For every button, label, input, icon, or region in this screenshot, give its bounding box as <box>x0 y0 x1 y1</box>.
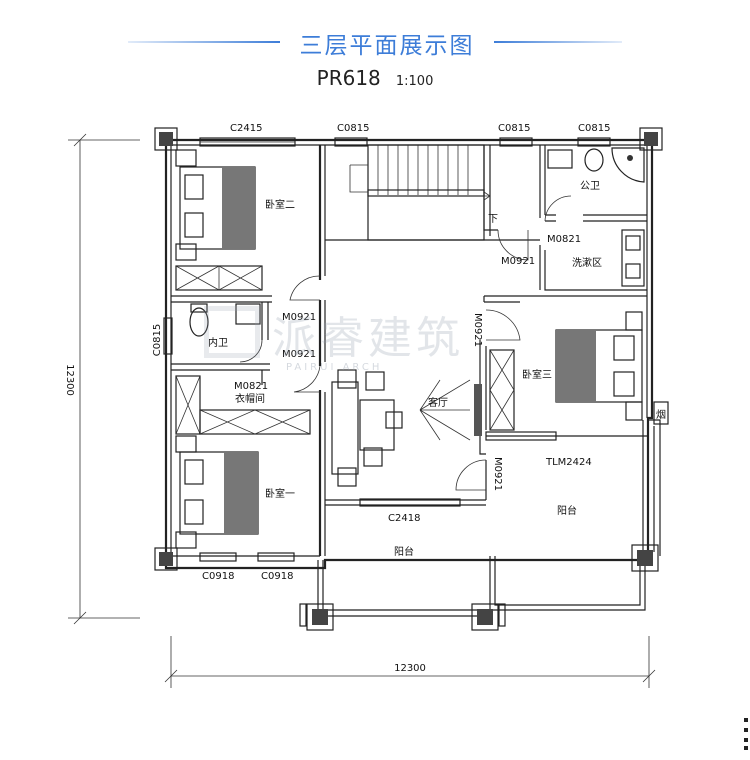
flue-label: 烟 <box>656 408 666 421</box>
door-label-bed3: M0921 <box>472 313 483 347</box>
door-label-bath: M0921 <box>282 349 316 360</box>
dimension-vertical: 12300 <box>64 133 140 625</box>
window-labels: C2415 C0815 C0815 C0815 C0815 C0918 C091… <box>152 123 610 582</box>
balcony-railings <box>317 419 661 617</box>
window-label-c0815-a: C0815 <box>337 123 369 134</box>
window-label-tlm2424: TLM2424 <box>545 457 592 468</box>
staircase: 下 <box>349 144 498 241</box>
closet-fixtures <box>175 375 311 435</box>
window-label-c0815-c: C0815 <box>578 123 610 134</box>
room-labels: 卧室二 卧室一 卧室三 内卫 衣帽间 客厅 公卫 洗漱区 阳台 阳台 烟 <box>208 181 666 558</box>
title-bar: 三层平面展示图 <box>0 22 750 62</box>
windows <box>163 137 611 562</box>
bedroom-1-furniture <box>175 435 259 549</box>
door-label-closet: M0821 <box>234 381 268 392</box>
door-label-bed2: M0921 <box>282 312 316 323</box>
dimension-horizontal: 12300 <box>164 636 656 688</box>
wash-area-fixtures <box>621 229 645 287</box>
title-rule-right <box>494 41 622 43</box>
window-label-c0918-a: C0918 <box>202 571 234 582</box>
interior-walls <box>171 145 647 556</box>
room-inner-bath: 内卫 <box>208 336 228 349</box>
room-closet: 衣帽间 <box>235 392 265 405</box>
window-label-c0918-b: C0918 <box>261 571 293 582</box>
dim-horizontal-label: 12300 <box>394 663 426 674</box>
stair-down-label: 下 <box>488 214 498 225</box>
bedroom-2-furniture <box>175 149 263 291</box>
plan-scale: 1:100 <box>395 74 434 89</box>
window-label-c2418: C2418 <box>388 513 420 524</box>
door-labels: M0921 M0921 M0921 M0821 M0821 M0921 M092… <box>234 234 581 491</box>
living-furniture <box>331 369 482 487</box>
inner-bath-fixtures <box>189 303 261 337</box>
plan-subtitle: PR618 1:100 <box>0 66 750 90</box>
title-rule-left <box>128 41 280 43</box>
corner-mark-icon <box>744 718 748 750</box>
public-bath-fixtures <box>547 147 645 183</box>
bedroom-3-furniture <box>489 311 669 431</box>
room-balcony-left: 阳台 <box>394 545 414 558</box>
door-swings <box>239 195 572 491</box>
plan-code: PR618 <box>316 66 381 90</box>
door-label-wash: M0821 <box>547 234 581 245</box>
window-label-c0815-left: C0815 <box>152 324 163 356</box>
page-title: 三层平面展示图 <box>299 33 475 59</box>
room-bedroom-1: 卧室一 <box>265 487 295 500</box>
room-wash-area: 洗漱区 <box>572 257 602 269</box>
room-bedroom-2: 卧室二 <box>265 198 295 211</box>
corner-columns <box>154 127 663 631</box>
window-label-c2415: C2415 <box>230 123 262 134</box>
room-bedroom-3: 卧室三 <box>522 368 552 381</box>
window-label-c0815-b: C0815 <box>498 123 530 134</box>
room-living: 客厅 <box>428 396 448 409</box>
door-label-stair: M0921 <box>501 256 535 267</box>
door-label-balcony: M0921 <box>492 457 503 491</box>
room-balcony-right: 阳台 <box>557 504 577 517</box>
dim-vertical-label: 12300 <box>64 364 75 396</box>
room-public-bath: 公卫 <box>580 181 600 192</box>
